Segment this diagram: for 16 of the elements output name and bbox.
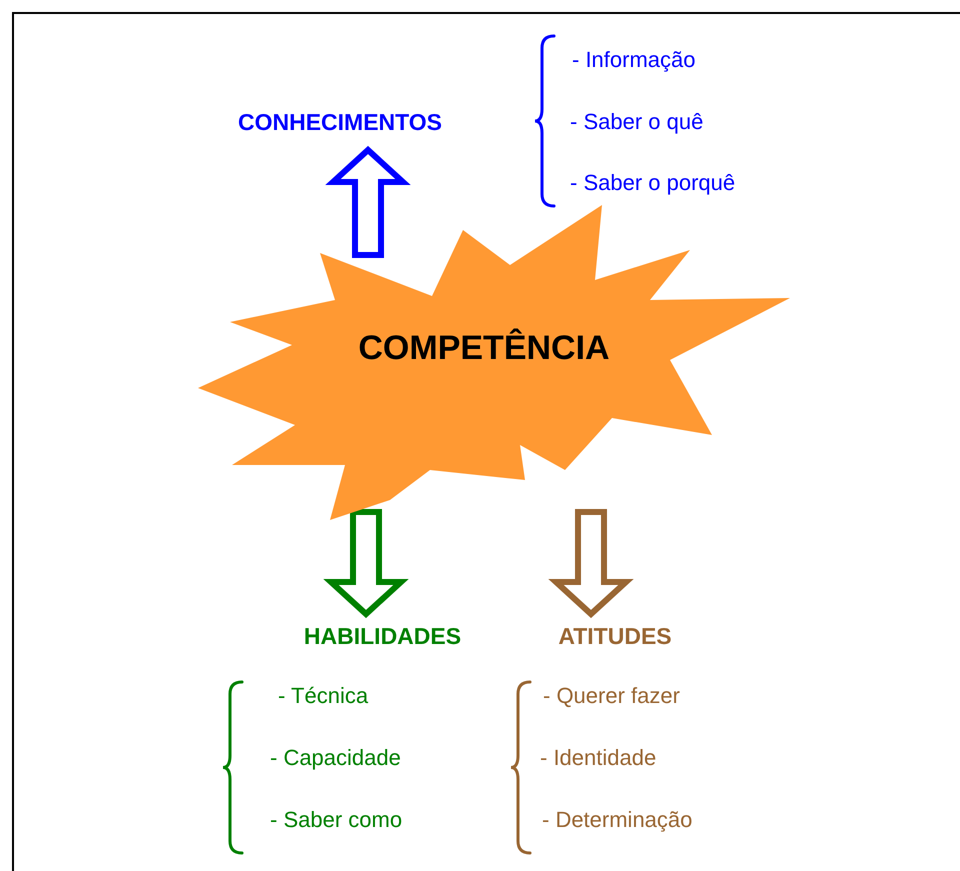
heading-label: ATITUDES bbox=[558, 624, 672, 648]
center-title: COMPETÊNCIA bbox=[358, 331, 610, 365]
heading-label: CONHECIMENTOS bbox=[238, 110, 442, 134]
list-item: - Técnica bbox=[278, 682, 368, 710]
block-arrow bbox=[325, 146, 411, 258]
list-item: - Saber como bbox=[270, 806, 402, 834]
list-item: - Saber o porquê bbox=[570, 169, 736, 197]
list-item: - Identidade bbox=[540, 744, 656, 772]
heading-label: HABILIDADES bbox=[304, 624, 462, 648]
list-item: - Informação bbox=[572, 46, 696, 74]
block-arrow bbox=[548, 509, 634, 618]
list-item: - Determinação bbox=[542, 806, 692, 834]
list-item: - Saber o quê bbox=[570, 108, 704, 136]
list-item: - Querer fazer bbox=[543, 682, 680, 710]
block-arrow bbox=[323, 509, 409, 618]
list-item: - Capacidade bbox=[270, 744, 401, 772]
